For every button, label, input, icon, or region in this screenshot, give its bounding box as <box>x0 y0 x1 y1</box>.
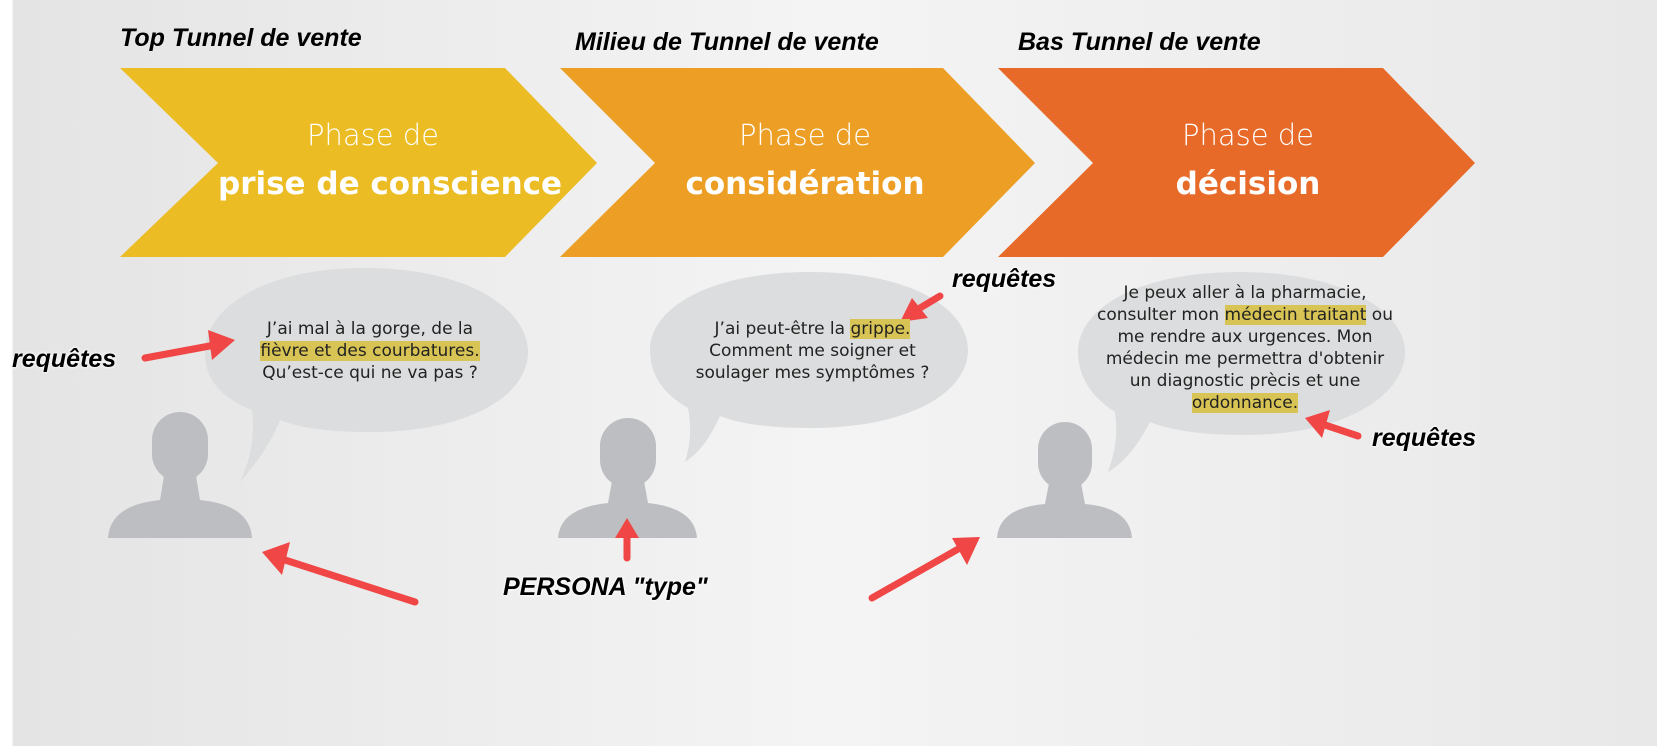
arrow-persona-1 <box>262 542 419 606</box>
phase-line1: Phase de <box>306 118 440 152</box>
arrow-requetes-2 <box>900 292 944 322</box>
bubble-text-3: Je peux aller à la pharmacie, consulter … <box>1095 282 1395 414</box>
arrow-requetes-1 <box>141 330 235 362</box>
phase-line2: prise de conscience <box>218 166 563 202</box>
arrow-persona-3 <box>868 537 980 602</box>
speech-bubble-1 <box>205 268 528 482</box>
highlighted-query: grippe. <box>850 319 911 339</box>
stage-label-bottom: Bas Tunnel de vente <box>1018 28 1261 56</box>
persona-icon-1 <box>108 412 252 538</box>
phase-line1: Phase de <box>738 118 872 152</box>
bubble-line: J’ai mal à la gorge, de la <box>266 319 474 339</box>
highlighted-query: fièvre et des courbatures. <box>260 341 480 361</box>
bubble-line: J’ai peut-être la <box>714 319 851 339</box>
stage-label-top: Top Tunnel de vente <box>120 24 362 52</box>
chevron-2 <box>560 68 1035 257</box>
phase-awareness: Phase de prise de conscience <box>218 118 563 202</box>
persona-icon-2 <box>558 418 697 538</box>
bubble-text-2: J’ai peut-être la grippe. Comment me soi… <box>680 318 945 384</box>
bubble-line: Je peux aller à la pharmacie, consulter … <box>1097 283 1367 325</box>
arrow-requetes-3 <box>1305 410 1362 440</box>
phase-decision: Phase de décision <box>1093 118 1403 202</box>
phase-line2: considération <box>685 166 925 202</box>
phase-consideration: Phase de considération <box>650 118 960 202</box>
chevron-1 <box>120 68 597 257</box>
stage-label-middle: Milieu de Tunnel de vente <box>575 28 879 56</box>
phase-line2: décision <box>1175 166 1321 202</box>
annotation-persona: PERSONA "type" <box>503 573 708 601</box>
bubble-line: ou me rendre aux urgences. Mon médecin m… <box>1105 305 1393 391</box>
bubble-text-1: J’ai mal à la gorge, de la fièvre et des… <box>225 318 515 384</box>
chevron-3 <box>998 68 1475 257</box>
bubble-line: Qu’est-ce qui ne va pas ? <box>262 363 478 383</box>
annotation-requetes-3: requêtes <box>1372 424 1477 452</box>
phase-line1: Phase de <box>1181 118 1315 152</box>
bubble-line: Comment me soigner et soulager mes sympt… <box>695 341 930 383</box>
highlighted-query: médecin traitant <box>1224 305 1367 325</box>
persona-icon-3 <box>997 422 1132 538</box>
annotation-requetes-2: requêtes <box>952 265 1057 293</box>
annotation-requetes-1: requêtes <box>12 345 117 373</box>
arrow-persona-2 <box>615 518 639 562</box>
highlighted-query: ordonnance. <box>1191 393 1299 413</box>
